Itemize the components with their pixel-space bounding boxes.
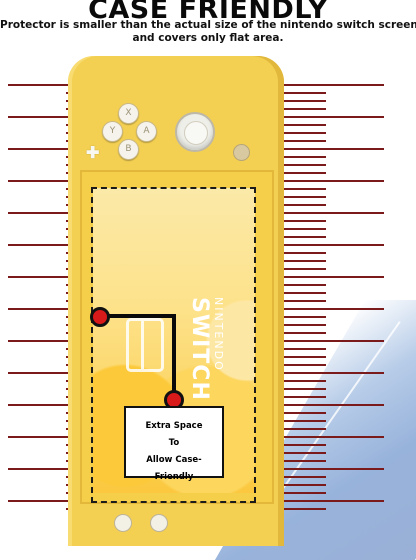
switch-logo-icon: [126, 318, 164, 372]
ruler-tick: [274, 180, 384, 182]
a-button: A: [136, 121, 157, 142]
ruler-tick: [274, 484, 326, 486]
ruler-tick: [274, 188, 326, 190]
ruler-tick: [274, 196, 326, 198]
ruler-tick: [274, 420, 326, 422]
ruler-tick: [274, 292, 326, 294]
ruler-tick: [274, 244, 384, 246]
x-button: X: [118, 103, 139, 124]
ruler-tick: [8, 180, 118, 182]
ruler-tick: [274, 268, 326, 270]
ruler-tick: [274, 132, 326, 134]
ruler-tick: [274, 468, 384, 470]
extra-space-callout: Extra Space To Allow Case- Friendly: [124, 406, 224, 482]
ruler-tick: [274, 332, 326, 334]
ruler-tick: [274, 140, 326, 142]
ruler-tick: [274, 380, 326, 382]
ruler-tick: [274, 492, 326, 494]
ruler-tick: [8, 404, 118, 406]
ruler-tick: [274, 428, 326, 430]
pointer-line-vertical: [172, 314, 176, 400]
ruler-tick: [274, 228, 326, 230]
ruler-tick: [274, 84, 384, 86]
ruler-tick: [274, 372, 384, 374]
ruler-tick: [8, 372, 118, 374]
ruler-tick: [8, 436, 118, 438]
ruler-tick: [274, 412, 326, 414]
b-button: B: [118, 139, 139, 160]
subtitle-line-2: and covers only flat area.: [132, 32, 284, 44]
page-subtitle: Protector is smaller than the actual siz…: [0, 19, 416, 45]
ruler-tick: [274, 356, 326, 358]
ruler-tick: [274, 500, 384, 502]
ruler-tick: [8, 84, 118, 86]
ruler-tick: [274, 396, 326, 398]
ruler-tick: [274, 284, 326, 286]
ruler-tick: [274, 276, 384, 278]
ruler-tick: [274, 348, 326, 350]
ruler-tick: [8, 276, 118, 278]
ruler-tick: [274, 204, 326, 206]
marker-dot-top: [90, 307, 110, 327]
ruler-tick: [274, 300, 326, 302]
ruler-tick: [274, 172, 326, 174]
ruler-tick: [274, 252, 326, 254]
ruler-right: [262, 0, 384, 526]
plus-button-icon: ✚: [86, 145, 100, 162]
ruler-tick: [8, 308, 118, 310]
bottom-button-right: [150, 514, 168, 532]
ruler-tick: [8, 148, 118, 150]
protector-outline: [91, 187, 256, 503]
ruler-tick: [274, 236, 326, 238]
ruler-tick: [274, 260, 326, 262]
ruler-tick: [8, 212, 118, 214]
ruler-tick: [8, 116, 118, 118]
ruler-tick: [274, 364, 326, 366]
analog-stick: [175, 112, 215, 152]
ruler-tick: [274, 388, 326, 390]
ruler-tick: [274, 316, 326, 318]
ruler-tick: [8, 468, 118, 470]
ruler-tick: [274, 460, 326, 462]
ruler-tick: [274, 156, 326, 158]
ruler-tick: [274, 508, 326, 510]
ruler-tick: [274, 436, 384, 438]
ruler-tick: [274, 220, 326, 222]
ruler-tick: [8, 244, 118, 246]
ruler-tick: [274, 212, 384, 214]
ruler-tick: [274, 452, 326, 454]
callout-line-2: To: [168, 438, 180, 448]
ruler-tick: [274, 404, 384, 406]
ruler-tick: [8, 340, 118, 342]
ruler-tick: [8, 500, 118, 502]
subtitle-line-1: Protector is smaller than the actual siz…: [0, 19, 416, 31]
ruler-tick: [274, 116, 384, 118]
ruler-tick: [274, 108, 326, 110]
ruler-tick: [274, 308, 384, 310]
ruler-tick: [274, 476, 326, 478]
ruler-tick: [274, 324, 326, 326]
ruler-tick: [274, 444, 326, 446]
y-button: Y: [102, 121, 123, 142]
ruler-tick: [274, 124, 326, 126]
ruler-tick: [274, 100, 326, 102]
home-button-icon: [233, 144, 250, 161]
ruler-tick: [274, 92, 326, 94]
callout-line-3: Allow Case- Friendly: [146, 455, 202, 482]
bottom-button-left: [114, 514, 132, 532]
page-title: CASE FRIENDLY: [88, 0, 328, 25]
ruler-tick: [274, 148, 384, 150]
analog-stick-cap: [184, 121, 208, 145]
pointer-line-horizontal: [100, 314, 174, 318]
ruler-tick: [274, 164, 326, 166]
callout-line-1: Extra Space: [145, 421, 203, 431]
ruler-tick: [274, 340, 384, 342]
